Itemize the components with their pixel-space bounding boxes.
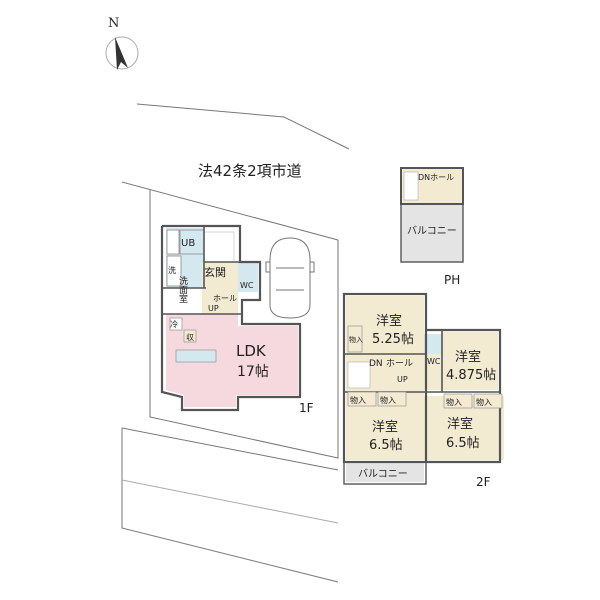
hall-1f-label: ホール [213,294,237,303]
up-1f-label: UP [208,304,219,313]
ph-dn-hall-label: DNホール [418,173,454,182]
room-2-size-label: 4.875帖 [446,368,496,383]
closet-room-1 [347,325,363,353]
balcony-2f-area [346,462,424,482]
ldk-label: LDK [236,342,267,360]
road-label: 法42条2項市道 [198,162,302,180]
ub-room [179,229,205,255]
fridge-label: 冷 [170,319,178,329]
hall-1f-area [202,282,238,314]
room-2-area [442,332,498,390]
up-2f-label: UP [397,375,408,384]
kitchen-counter [175,349,217,363]
closet-room-3b-label: 物入 [380,395,396,405]
ldk-size-label: 17帖 [237,364,269,380]
compass: N [105,16,139,70]
room-1-size-label: 5.25帖 [372,332,414,347]
closet-room-4b-label: 物入 [476,397,492,407]
washer-label: 洗 [168,265,176,275]
compass-ring [105,36,139,70]
washroom-label: 洗面室 [177,275,188,303]
storage-label: 収 [186,332,194,342]
storage-space [183,329,197,343]
entrance-area [202,262,238,282]
stair-void [203,231,235,263]
entrance-label: 玄関 [204,265,226,279]
penthouse: DNホール バルコニー PH [400,167,464,287]
wc-1f-label: WC [240,281,254,290]
bathtub-icon [166,229,180,255]
room-4-label: 洋室 [447,416,473,432]
fridge-space [169,317,183,331]
balcony-2f-label: バルコニー [358,468,408,480]
ph-floor-label: PH [444,273,460,287]
closet-room-3b [377,391,407,407]
ph-balcony-label: バルコニー [407,225,457,237]
closet-room-3a [347,391,377,407]
floor-1-label: 1F [299,401,314,415]
room-1-label: 洋室 [376,313,402,329]
wc-2f-label: WC [427,357,441,366]
north-arrow-icon [115,37,128,70]
site-boundary [121,103,350,583]
hall-2f-label: ホール [386,358,413,369]
stairs-2f [347,361,371,389]
closet-room-4a [443,393,473,409]
parking-car-icon [265,237,315,319]
floor-1: UB 洗 洗面室 玄関 WC ホール UP 冷 収 LDK 17帖 1F [160,224,314,415]
ub-label: UB [181,238,195,249]
closet-room-3a-label: 物入 [350,395,366,405]
compass-north-label: N [108,16,119,31]
ldk-area [166,312,298,407]
floor-2-label: 2F [476,475,491,489]
washer-space [166,255,182,287]
closet-room-4b [473,393,503,409]
wc-1f-area [238,262,258,292]
room-4-size-label: 6.5帖 [446,436,480,451]
room-3-size-label: 6.5帖 [369,438,403,453]
closet-room-1-label: 物入 [349,335,363,344]
room-3-label: 洋室 [372,419,398,435]
dn-2f-label: DN [369,359,383,369]
floor-2: 洋室 5.25帖 洋室 4.875帖 洋室 6.5帖 洋室 6.5帖 物入 物入… [342,292,504,489]
ph-balcony-area [401,204,463,262]
closet-room-4a-label: 物入 [446,397,462,407]
room-2-label: 洋室 [455,349,481,365]
ph-stairs [403,171,419,201]
